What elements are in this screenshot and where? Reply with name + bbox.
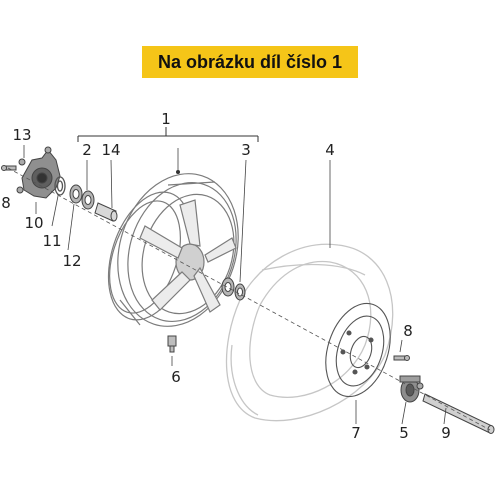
brake-disc[interactable] [315,295,402,405]
callout-5: 5 [399,424,409,442]
leader-lines [23,145,447,425]
callout-3: 3 [241,141,251,159]
bolt-left[interactable] [1,165,17,171]
callout-13: 13 [12,126,31,144]
valve-6[interactable] [167,335,177,353]
callout-10: 10 [24,214,43,232]
seal-ring-11[interactable] [54,176,66,196]
callout-8-left: 8 [1,194,11,212]
callout-11: 11 [42,232,61,250]
spacer-tube-14[interactable] [94,202,118,222]
callout-9: 9 [441,424,451,442]
bearing-2[interactable] [81,190,95,210]
callout-labels: 1 2 14 3 4 13 8 10 11 12 6 8 7 5 9 [1,110,451,442]
center-dot [176,170,180,174]
bearing-3[interactable] [221,277,246,301]
hub-carrier[interactable] [16,146,61,199]
axle-9[interactable] [422,393,495,434]
speedo-drive-5[interactable] [399,375,424,403]
tire[interactable] [225,243,394,422]
part-banner: Na obrázku díl číslo 1 [142,46,358,78]
callout-2: 2 [82,141,92,159]
rim[interactable] [93,158,257,342]
axis-line [7,167,491,431]
bearing-12[interactable] [69,184,83,204]
callout-1: 1 [161,110,171,128]
callout-8-right: 8 [403,322,413,340]
callout-7: 7 [351,424,361,442]
callout-12: 12 [62,252,81,270]
banner-text: Na obrázku díl číslo 1 [157,51,343,72]
callout-4: 4 [325,141,335,159]
bolt-right[interactable] [393,355,410,361]
callout-14: 14 [101,141,120,159]
callout-bracket [77,127,259,142]
callout-6: 6 [171,368,181,386]
